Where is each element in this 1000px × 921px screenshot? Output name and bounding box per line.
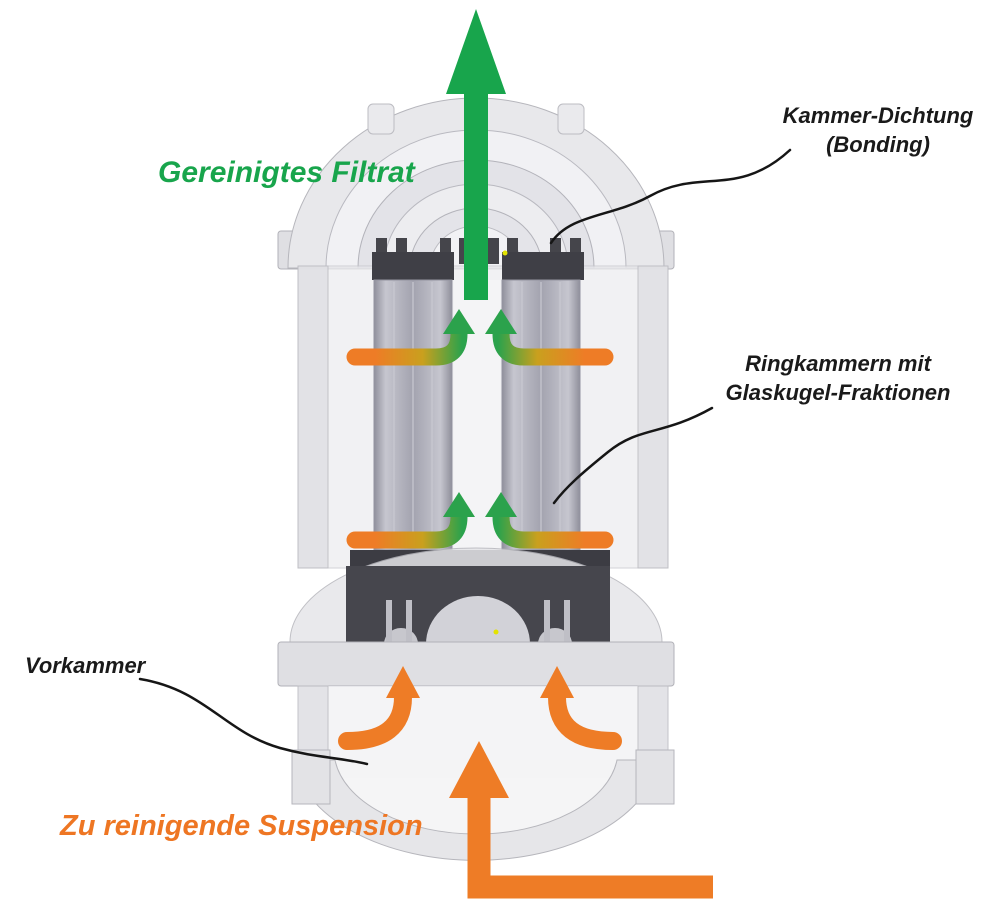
distribution-pin bbox=[564, 600, 570, 644]
bottom-lip-left bbox=[291, 749, 331, 805]
yellow-dot bbox=[502, 250, 508, 256]
prechamber-arrow-left bbox=[338, 666, 420, 750]
chamber-seal-block bbox=[396, 238, 407, 264]
ring-chambers-label-line1: Ringkammern mit bbox=[745, 351, 931, 376]
yellow-dot bbox=[493, 629, 499, 635]
chamber-seal-block bbox=[440, 238, 451, 264]
housing-mid-flange bbox=[277, 641, 675, 687]
flow-arrow-shaft bbox=[492, 505, 614, 549]
distribution-arch-center bbox=[426, 596, 530, 644]
ring-chambers-label: Ringkammern mit Glaskugel-Fraktionen bbox=[692, 350, 984, 407]
dome-stud bbox=[557, 103, 585, 135]
chamber-seal-block bbox=[550, 238, 561, 264]
flow-arrowhead-icon bbox=[485, 492, 517, 517]
flow-arrow-upper-left bbox=[346, 309, 475, 366]
flow-arrow-lower-right bbox=[485, 492, 614, 549]
bottom-lip-right bbox=[635, 749, 675, 805]
chamber-seal-cap-left bbox=[372, 252, 454, 280]
filtrate-label: Gereinigtes Filtrat bbox=[158, 156, 415, 189]
flow-arrow-lower-left bbox=[346, 492, 475, 549]
distribution-pin bbox=[544, 600, 550, 644]
inlet-arrow-shaft bbox=[467, 794, 713, 899]
inlet-arrow bbox=[449, 741, 713, 899]
chamber-seal-block bbox=[570, 238, 581, 264]
chamber-seal-block bbox=[376, 238, 387, 264]
chamber-seal-cap-right bbox=[502, 252, 584, 280]
dome-stud bbox=[367, 103, 395, 135]
housing-wall-left bbox=[297, 265, 329, 569]
distribution-pin bbox=[406, 600, 412, 644]
seal-label-line1: Kammer-Dichtung bbox=[782, 103, 974, 128]
prechamber-leader-line bbox=[138, 677, 369, 766]
flow-arrow-shaft bbox=[346, 505, 468, 549]
flow-arrowhead-icon bbox=[443, 309, 475, 334]
ring-chambers-leader-line bbox=[552, 406, 714, 505]
housing-wall-right bbox=[637, 265, 669, 569]
chamber-seal-block bbox=[507, 238, 518, 264]
flow-arrow-shaft bbox=[346, 322, 468, 366]
prechamber-arrow-shaft bbox=[338, 686, 412, 750]
flow-arrowhead-icon bbox=[485, 309, 517, 334]
ring-chambers-label-line2: Glaskugel-Fraktionen bbox=[725, 379, 951, 405]
chamber-seal-block bbox=[488, 238, 499, 264]
flow-arrow-shaft bbox=[492, 322, 614, 366]
prechamber-arrow-shaft bbox=[548, 686, 622, 750]
inlet-arrowhead-icon bbox=[449, 741, 509, 798]
flow-arrow-upper-right bbox=[485, 309, 614, 366]
flow-arrowhead-icon bbox=[443, 492, 475, 517]
prechamber-arrow-right bbox=[540, 666, 622, 750]
suspension-label: Zu reinigende Suspension bbox=[60, 810, 423, 842]
prechamber-arrowhead-icon bbox=[540, 666, 574, 698]
seal-leader-line bbox=[549, 148, 792, 245]
seal-label: Kammer-Dichtung (Bonding) bbox=[756, 102, 1000, 159]
prechamber-label: Vorkammer bbox=[25, 653, 146, 678]
seal-label-line2: (Bonding) bbox=[826, 131, 930, 157]
distribution-pin bbox=[386, 600, 392, 644]
filtrate-arrow-icon bbox=[446, 9, 506, 300]
prechamber-arrowhead-icon bbox=[386, 666, 420, 698]
